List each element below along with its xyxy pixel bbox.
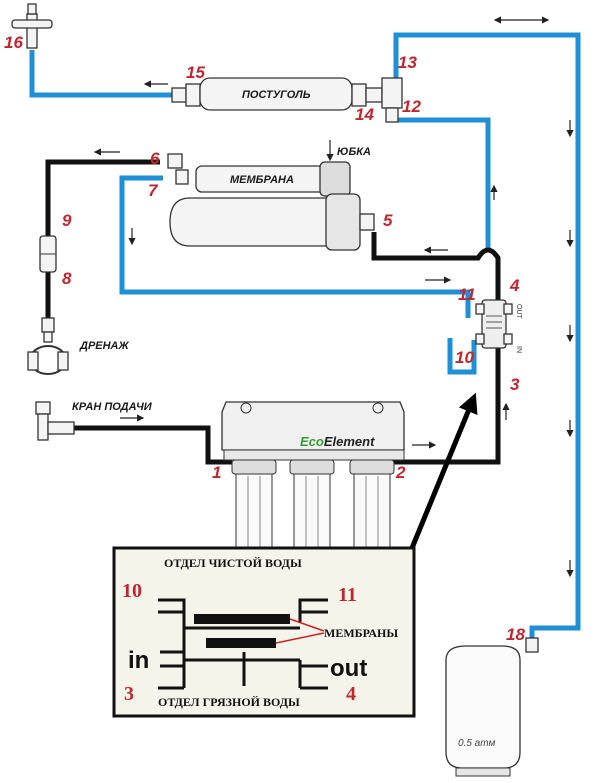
prefilter-housings xyxy=(231,459,395,555)
membrana-label: МЕМБРАНА xyxy=(230,174,294,186)
storage-tank xyxy=(445,637,539,777)
inset-schematic: ОТДЕЛ ЧИСТОЙ ВОДЫ ОТДЕЛ ГРЯЗНОЙ ВОДЫ 10 … xyxy=(112,546,416,718)
inset-membranes-label: МЕМБРАНЫ xyxy=(324,626,398,640)
inset-label-4: 4 xyxy=(346,683,356,705)
inset-out-label: out xyxy=(330,655,367,682)
drain-restrictor xyxy=(39,235,57,273)
label-11: 11 xyxy=(458,285,476,304)
inset-bottom-title: ОТДЕЛ ГРЯЗНОЙ ВОДЫ xyxy=(158,695,300,709)
label-13: 13 xyxy=(398,53,417,72)
yubka-label: ЮБКА xyxy=(337,146,371,158)
label-4: 4 xyxy=(509,276,520,295)
label-12: 12 xyxy=(402,97,421,116)
label-10: 10 xyxy=(455,348,474,367)
membrane-cartridge xyxy=(167,153,351,197)
kran-podachi-label: КРАН ПОДАЧИ xyxy=(72,401,153,413)
feed-valve-icon xyxy=(35,401,75,441)
inset-label-3: 3 xyxy=(124,683,134,705)
label-9: 9 xyxy=(62,211,72,230)
label-1: 1 xyxy=(212,463,221,482)
label-14: 14 xyxy=(355,105,374,124)
valve-in-mark: IN xyxy=(515,346,522,353)
postugol-label: ПОСТУГОЛЬ xyxy=(242,89,311,101)
inset-label-11: 11 xyxy=(338,584,357,606)
prefilter-block xyxy=(221,401,405,461)
label-15: 15 xyxy=(186,63,205,82)
label-3: 3 xyxy=(510,375,520,394)
drenazh-label: ДРЕНАЖ xyxy=(79,340,130,352)
inset-top-title: ОТДЕЛ ЧИСТОЙ ВОДЫ xyxy=(164,556,302,570)
label-7: 7 xyxy=(148,181,159,200)
inset-label-10: 10 xyxy=(122,580,142,602)
shutoff-valve xyxy=(475,299,513,349)
valve-out-mark: OUT xyxy=(515,304,522,320)
tee-fitting-icon xyxy=(381,77,403,123)
post-carbon-filter xyxy=(171,77,383,111)
drain-clamp-icon xyxy=(27,317,69,375)
label-8: 8 xyxy=(62,269,72,288)
label-2: 2 xyxy=(395,463,406,482)
tank-pressure: 0.5 атм xyxy=(458,738,495,749)
label-16: 16 xyxy=(4,33,23,52)
flow-arrows xyxy=(93,16,574,578)
drain-lines xyxy=(45,159,501,465)
brand-logo: EcoElement xyxy=(300,434,375,449)
label-6: 6 xyxy=(150,149,160,168)
membrane-housing xyxy=(169,193,375,251)
label-5: 5 xyxy=(383,211,393,230)
faucet-icon xyxy=(11,3,53,49)
label-18: 18 xyxy=(506,625,525,644)
pointer-arrow xyxy=(409,392,478,549)
inset-in-label: in xyxy=(128,647,149,674)
